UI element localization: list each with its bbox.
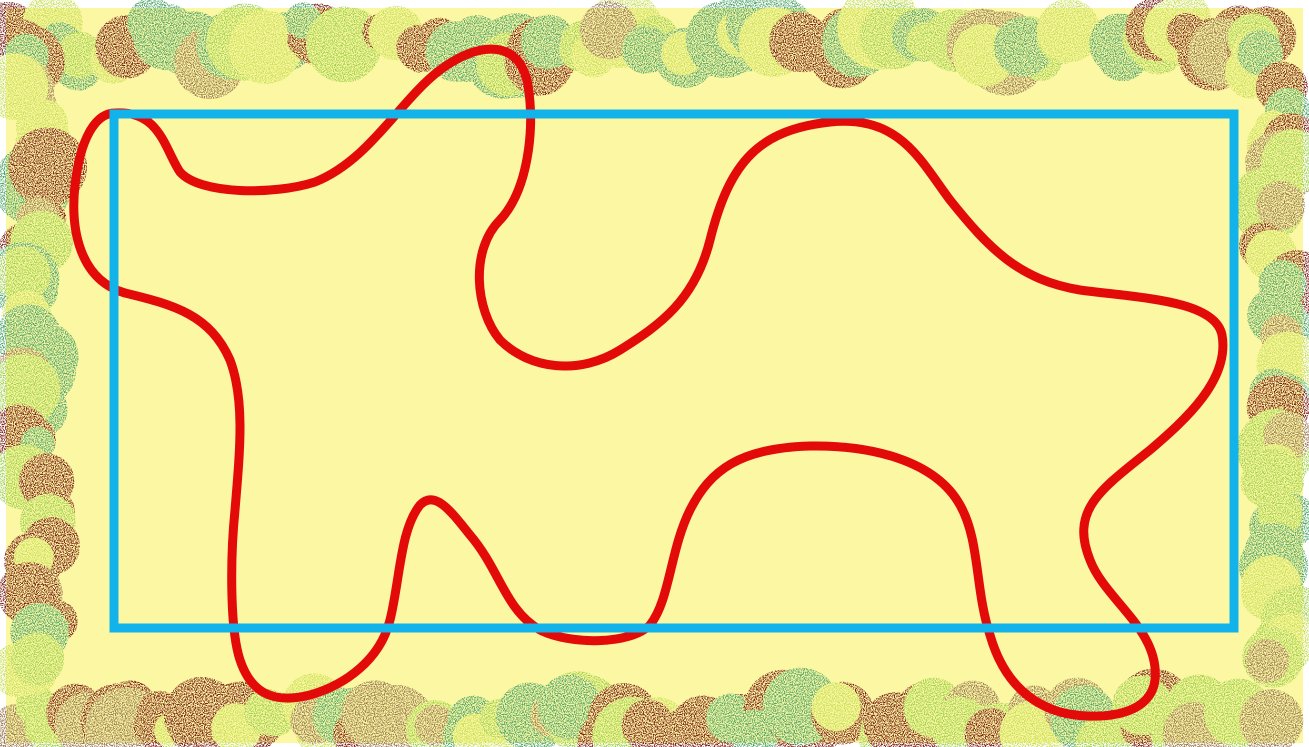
shrub	[11, 633, 64, 686]
shrub	[1245, 639, 1289, 683]
shrub	[341, 681, 409, 747]
shrub	[812, 682, 861, 731]
